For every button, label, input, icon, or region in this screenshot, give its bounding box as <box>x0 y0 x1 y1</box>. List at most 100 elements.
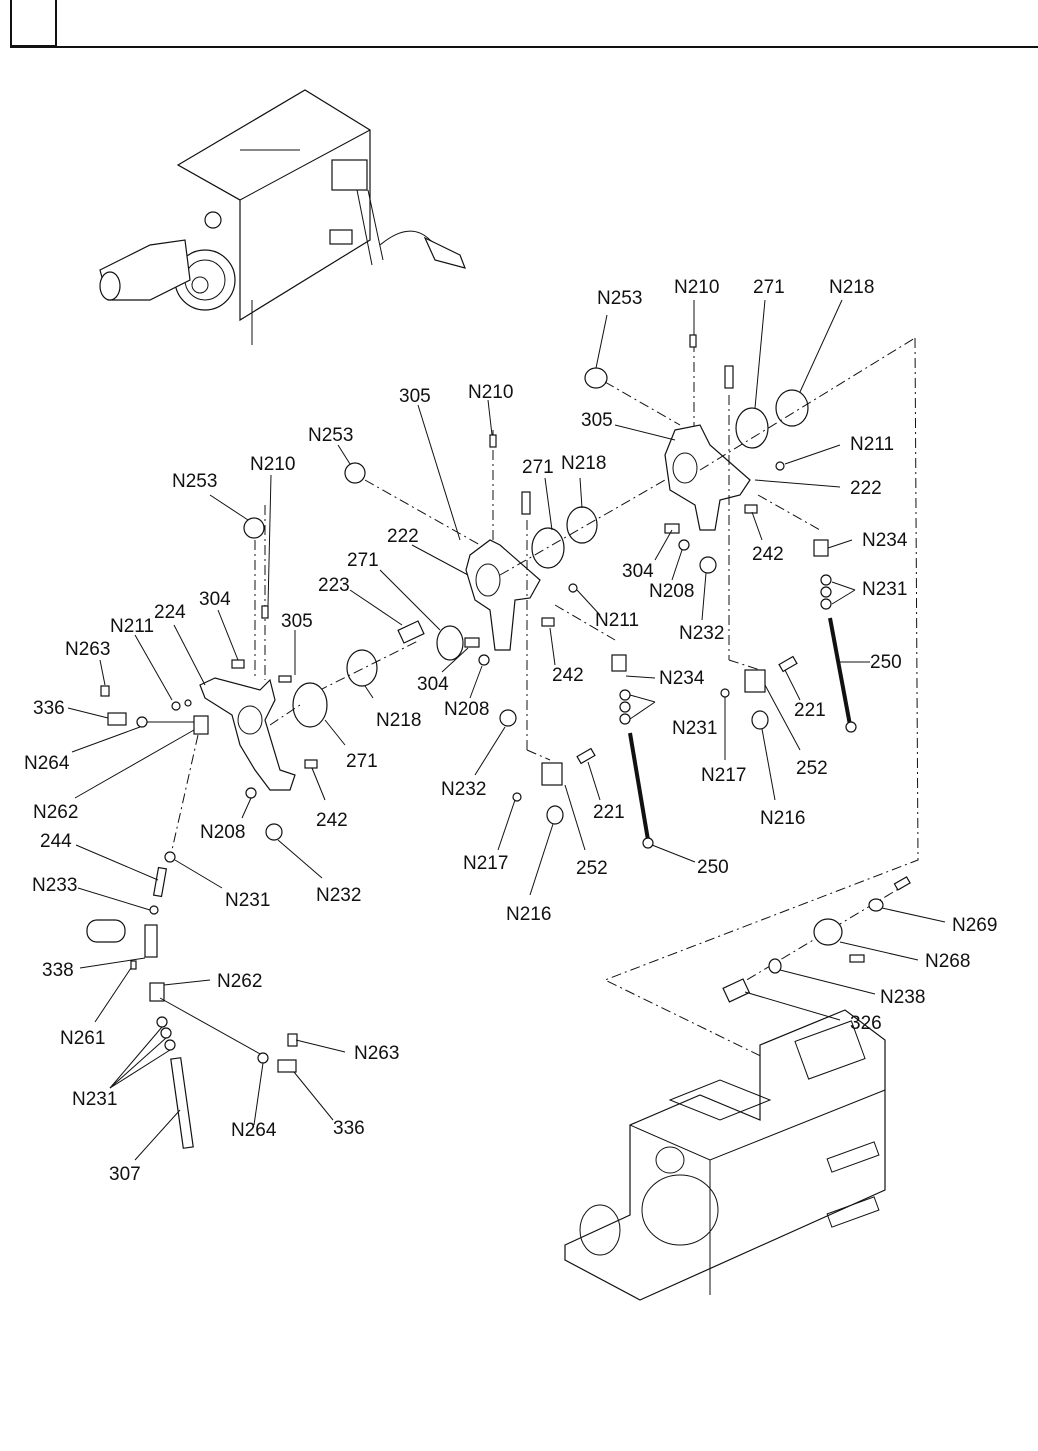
part-label: 223 <box>318 575 350 596</box>
nut-N231-right <box>820 598 832 610</box>
nut-N231-left <box>164 851 176 863</box>
leader-lines <box>67 299 946 1161</box>
nut-N231 <box>156 1016 168 1028</box>
bushing-326 <box>722 978 751 1003</box>
part-label: N208 <box>200 822 245 843</box>
part-label: N233 <box>32 875 77 896</box>
collar-271-left <box>292 682 328 728</box>
part-label: N262 <box>217 971 262 992</box>
pin-242-left <box>304 759 318 769</box>
part-label: 252 <box>796 758 828 779</box>
part-label: 242 <box>316 810 348 831</box>
washer-N208-center <box>478 654 490 666</box>
nut-N264-left <box>136 716 148 728</box>
part-label: N234 <box>659 668 705 689</box>
part-label: 305 <box>281 611 313 632</box>
part-label: N238 <box>880 987 925 1008</box>
washer-N211-left <box>184 699 192 707</box>
nut-N231-center <box>619 701 631 713</box>
part-label: N208 <box>444 699 489 720</box>
housing-plug <box>204 211 222 229</box>
part-label: 242 <box>752 544 784 565</box>
part-label: N253 <box>597 288 642 309</box>
axis-line <box>604 381 681 426</box>
base-frame <box>564 337 919 1301</box>
part-label: N253 <box>308 425 353 446</box>
roller-N253-left <box>243 517 265 539</box>
part-label: 221 <box>593 802 625 823</box>
nut-N211-left <box>171 701 181 711</box>
lever-arm-right <box>664 424 751 531</box>
part-label: 338 <box>42 960 74 981</box>
axis-line <box>728 659 761 671</box>
part-label: 326 <box>850 1013 882 1034</box>
threaded-rod-250-right <box>828 617 852 726</box>
lever-bore-center <box>475 563 501 597</box>
part-label: N217 <box>701 765 746 786</box>
roller-N216-right <box>751 710 769 730</box>
sensor-plug <box>423 236 466 269</box>
collar-N268 <box>813 918 843 946</box>
nut-N211-center <box>568 583 578 593</box>
nut-N231-center <box>619 713 631 725</box>
rod-end-N234-right <box>813 539 829 557</box>
frame-bearing-cap <box>655 1146 685 1174</box>
frame-plate-2 <box>826 1196 880 1228</box>
part-label: 307 <box>109 1164 141 1185</box>
roller-N216-center <box>546 805 564 825</box>
part-label: N231 <box>862 579 907 600</box>
part-label: 244 <box>40 831 72 852</box>
part-label: 252 <box>576 858 608 879</box>
part-label: 271 <box>347 550 379 571</box>
screw-N263 <box>287 1033 298 1047</box>
part-label: 271 <box>753 277 785 298</box>
flange-N218-left <box>346 649 378 687</box>
axis-line <box>757 494 821 531</box>
part-label: 304 <box>622 561 654 582</box>
part-label: 304 <box>199 589 231 610</box>
part-label: N264 <box>231 1120 277 1141</box>
part-labels: N253 N210 271 N218 305 N211 222 304 242 … <box>24 277 997 1185</box>
nut-N217-center <box>512 792 522 802</box>
frame-bore-small <box>579 1204 621 1256</box>
frame-body <box>564 1009 886 1301</box>
switch-bracket <box>331 159 368 191</box>
part-label: N218 <box>561 453 606 474</box>
part-label: 305 <box>399 386 431 407</box>
screw-N263-left <box>100 685 110 697</box>
part-label: N232 <box>679 623 724 644</box>
lever-bore-left <box>237 705 263 735</box>
elbow-336 <box>277 1059 297 1073</box>
rod-nut-250-right <box>845 721 857 733</box>
part-label: N262 <box>33 802 78 823</box>
setscrew-N210-left <box>261 605 269 619</box>
nut-N264 <box>257 1052 269 1064</box>
nut-N231-right <box>820 574 832 586</box>
pin-304-left <box>231 659 245 669</box>
timing-pulley-center <box>191 276 209 294</box>
bolt-vertical-right <box>724 365 734 389</box>
frame-opening <box>668 1079 772 1121</box>
lever-arm-center <box>465 539 541 651</box>
ring-N238 <box>768 958 782 974</box>
frame-plate-1 <box>826 1141 880 1173</box>
axis-line <box>269 704 301 726</box>
roller-N253-center <box>344 462 366 484</box>
part-label: N232 <box>316 885 361 906</box>
part-label: N216 <box>760 808 805 829</box>
nut-N231 <box>160 1027 172 1039</box>
part-label: N211 <box>595 610 639 631</box>
motor-shaft-end <box>99 271 121 301</box>
part-label: N217 <box>463 853 508 874</box>
pin-304-right <box>664 523 680 534</box>
top-motor-assembly <box>99 89 466 345</box>
left-lever-assembly <box>86 505 328 1149</box>
switch-plate <box>329 229 353 245</box>
washer-N269 <box>868 898 884 912</box>
roller-N232-right <box>699 556 717 574</box>
bolt-221-center <box>576 747 596 765</box>
axis-line <box>364 479 481 546</box>
block-252-right <box>744 669 766 693</box>
sleeve-223 <box>397 620 425 644</box>
